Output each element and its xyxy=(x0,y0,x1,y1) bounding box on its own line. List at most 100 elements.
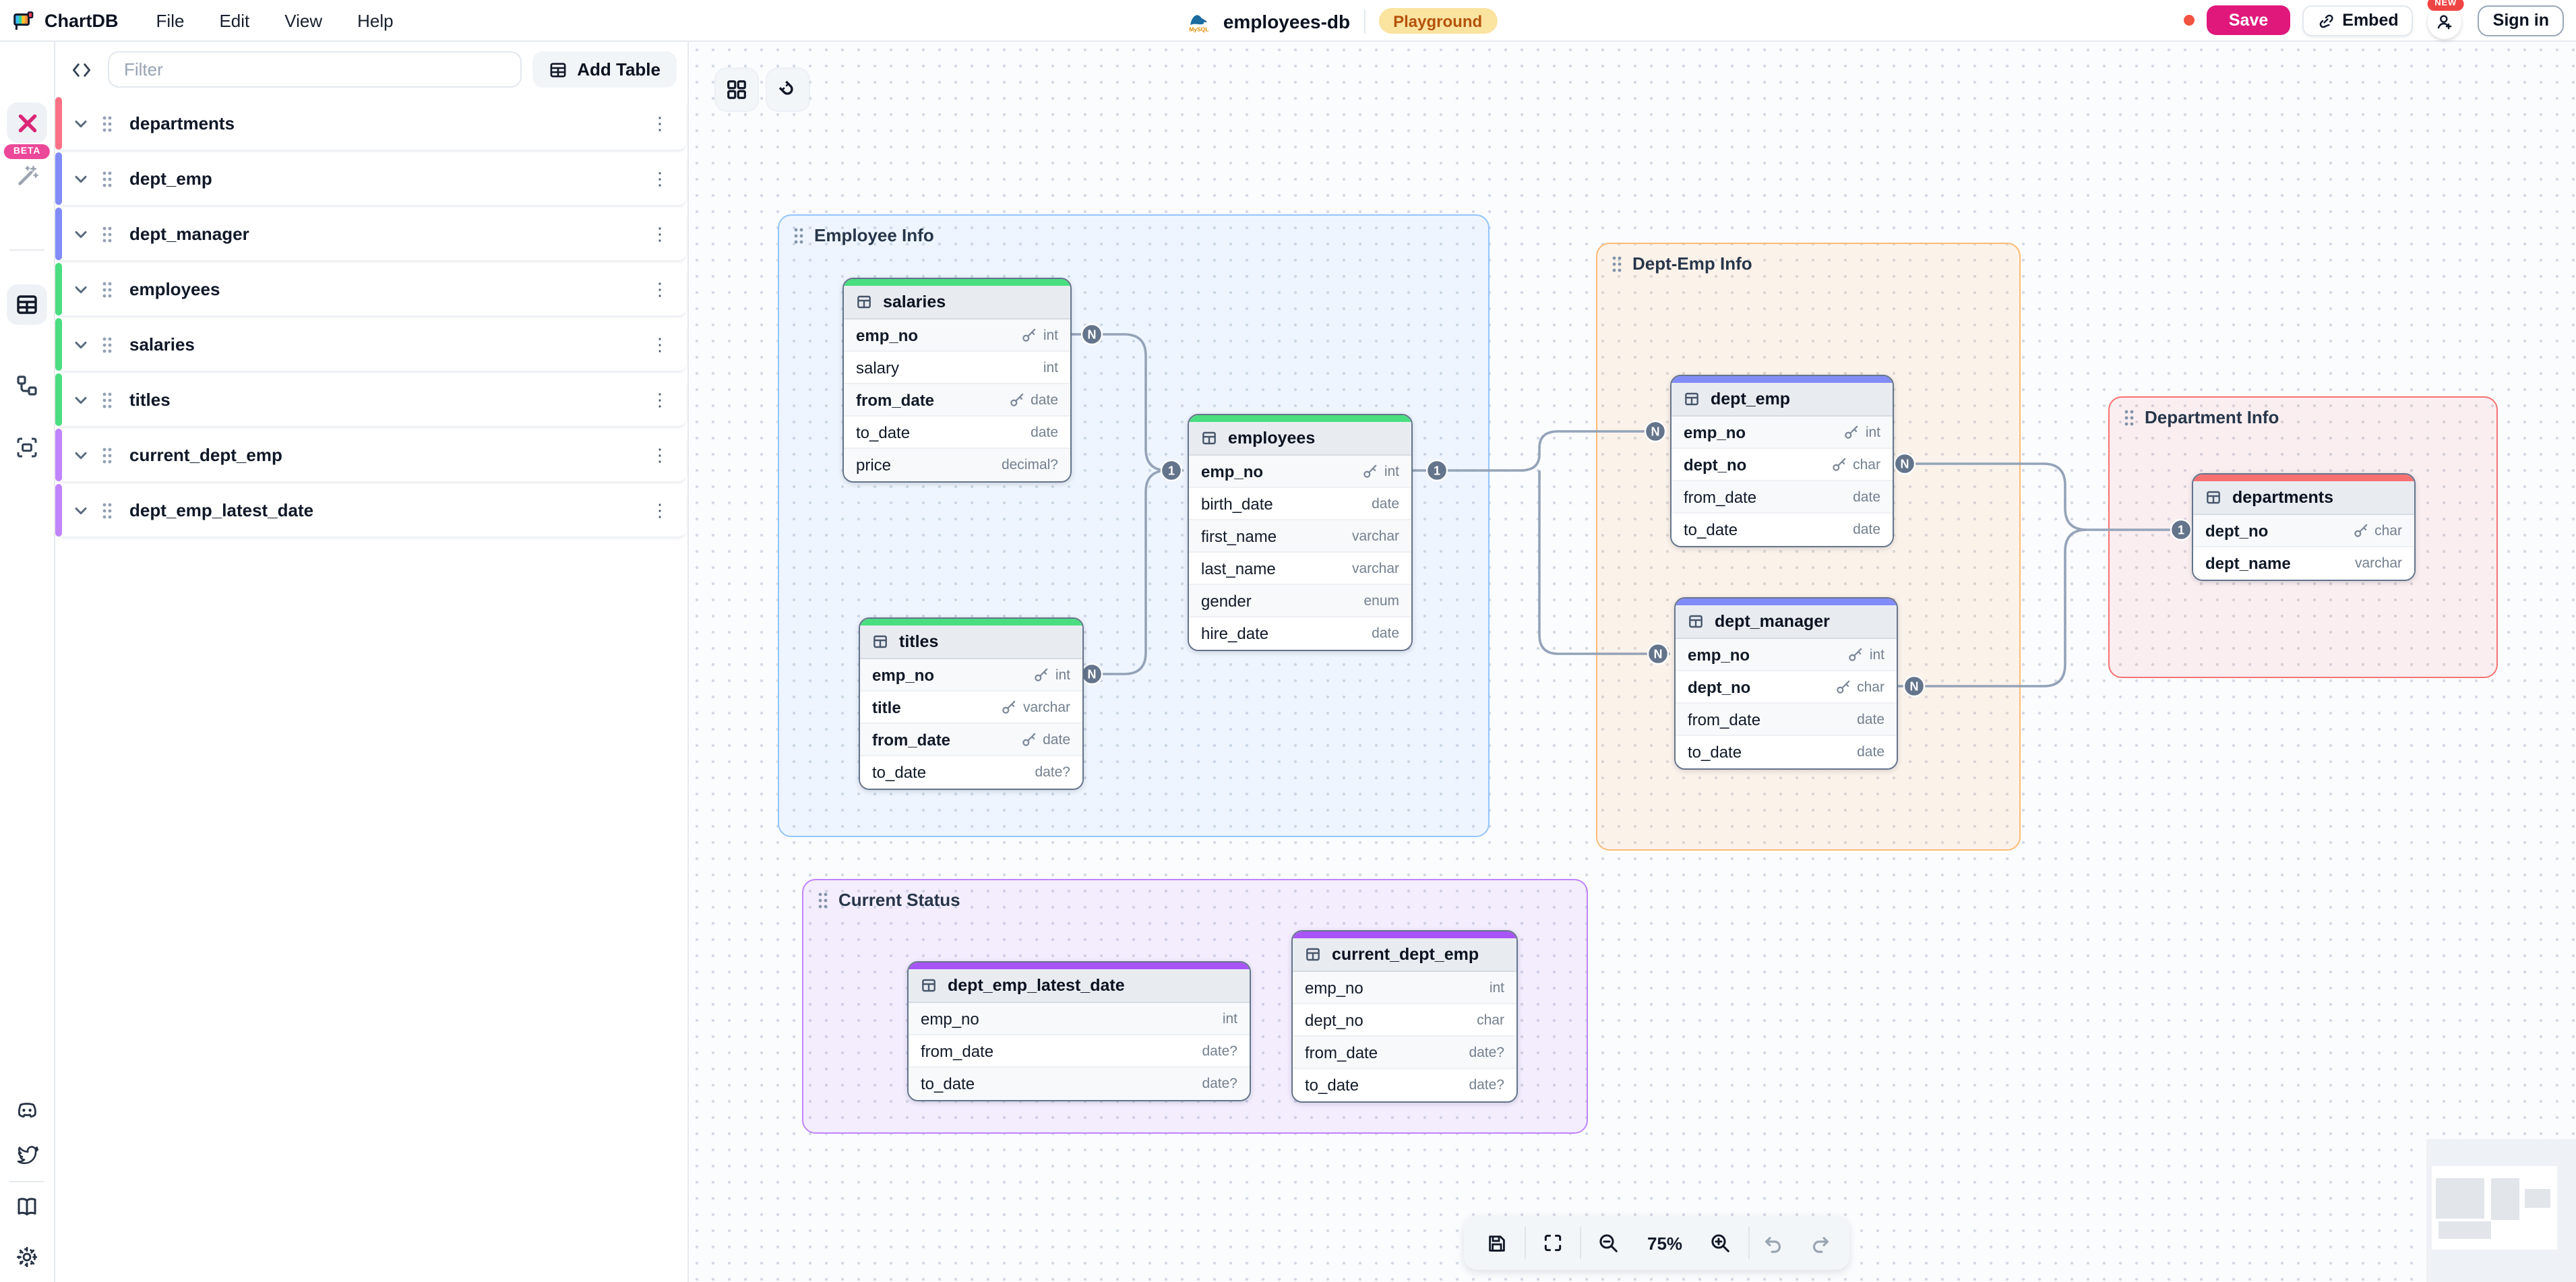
table-field-row[interactable]: salary int xyxy=(844,352,1070,384)
kebab-menu-icon[interactable]: ⋮ xyxy=(651,391,669,408)
table-field-row[interactable]: emp_no int xyxy=(860,659,1082,692)
menu-file[interactable]: File xyxy=(140,5,201,36)
table-field-row[interactable]: birth_date date xyxy=(1189,488,1411,520)
drag-handle-icon[interactable] xyxy=(101,446,113,464)
diagram-name[interactable]: employees-db xyxy=(1223,10,1350,32)
add-table-button[interactable]: Add Table xyxy=(532,51,677,88)
table-node-salaries[interactable]: salaries emp_no int salary int from_date… xyxy=(842,278,1072,483)
table-field-row[interactable]: dept_no char xyxy=(1293,1004,1516,1037)
zoom-out-button[interactable] xyxy=(1581,1216,1636,1270)
drag-handle-icon[interactable] xyxy=(101,335,113,354)
chevron-down-icon[interactable] xyxy=(73,115,89,131)
layout-grid-button[interactable] xyxy=(716,69,758,111)
table-field-row[interactable]: to_date date? xyxy=(860,756,1082,789)
kebab-menu-icon[interactable]: ⋮ xyxy=(651,115,669,132)
fit-view-button[interactable] xyxy=(1526,1216,1580,1270)
embed-button[interactable]: Embed xyxy=(2302,5,2413,36)
sidebar-item-dept-manager[interactable]: dept_manager ⋮ xyxy=(55,208,686,262)
kebab-menu-icon[interactable]: ⋮ xyxy=(651,280,669,298)
table-field-row[interactable]: emp_no int xyxy=(844,319,1070,352)
table-node-dept-manager[interactable]: dept_manager emp_no int dept_no char fro… xyxy=(1674,597,1898,770)
table-field-row[interactable]: price decimal? xyxy=(844,449,1070,481)
table-field-row[interactable]: dept_no char xyxy=(1672,449,1893,481)
table-field-row[interactable]: emp_no int xyxy=(1293,972,1516,1004)
table-field-row[interactable]: to_date date xyxy=(1676,736,1897,768)
table-node-dept-emp[interactable]: dept_emp emp_no int dept_no char from_da… xyxy=(1670,375,1894,547)
save-diagram-button[interactable] xyxy=(1469,1216,1525,1270)
save-button[interactable]: Save xyxy=(2207,5,2290,35)
sidebar-item-current-dept-emp[interactable]: current_dept_emp ⋮ xyxy=(55,429,686,483)
discord-button[interactable] xyxy=(13,1097,40,1122)
brand[interactable]: ChartDB xyxy=(0,9,119,32)
chevron-down-icon[interactable] xyxy=(73,447,89,463)
drag-handle-icon[interactable] xyxy=(817,890,829,909)
table-field-row[interactable]: title varchar xyxy=(860,692,1082,724)
kebab-menu-icon[interactable]: ⋮ xyxy=(651,225,669,243)
drag-handle-icon[interactable] xyxy=(2123,408,2135,427)
docs-button[interactable] xyxy=(14,1194,40,1219)
table-field-row[interactable]: from_date date xyxy=(1672,481,1893,514)
table-node-employees[interactable]: employees emp_no int birth_date date fir… xyxy=(1188,414,1413,651)
diagram-canvas[interactable]: NN11NNNN1 xyxy=(689,42,2576,1282)
table-node-departments[interactable]: departments dept_no char dept_name varch… xyxy=(2192,473,2416,581)
magic-wand-button[interactable] xyxy=(14,163,40,189)
table-header[interactable]: dept_emp xyxy=(1672,383,1893,417)
drag-handle-icon[interactable] xyxy=(101,114,113,133)
table-header[interactable]: dept_manager xyxy=(1676,605,1897,639)
table-field-row[interactable]: from_date date xyxy=(1676,704,1897,736)
table-header[interactable]: employees xyxy=(1189,422,1411,456)
sidebar-item-dept-emp-latest-date[interactable]: dept_emp_latest_date ⋮ xyxy=(55,484,686,538)
menu-view[interactable]: View xyxy=(268,5,338,36)
table-header[interactable]: dept_emp_latest_date xyxy=(909,969,1250,1003)
zoom-in-button[interactable] xyxy=(1693,1216,1748,1270)
code-view-button[interactable] xyxy=(65,53,97,86)
table-field-row[interactable]: to_date date? xyxy=(1293,1069,1516,1101)
table-header[interactable]: departments xyxy=(2193,481,2414,515)
kebab-menu-icon[interactable]: ⋮ xyxy=(651,170,669,187)
chevron-down-icon[interactable] xyxy=(73,281,89,297)
drag-handle-icon[interactable] xyxy=(101,224,113,243)
table-field-row[interactable]: emp_no int xyxy=(1189,456,1411,488)
sidebar-item-dept-emp[interactable]: dept_emp ⋮ xyxy=(55,152,686,206)
minimap[interactable] xyxy=(2426,1139,2576,1282)
table-field-row[interactable]: gender enum xyxy=(1189,585,1411,617)
filter-input[interactable] xyxy=(108,51,522,88)
table-header[interactable]: titles xyxy=(860,625,1082,659)
table-field-row[interactable]: to_date date xyxy=(844,417,1070,449)
kebab-menu-icon[interactable]: ⋮ xyxy=(651,336,669,353)
redo-button[interactable] xyxy=(1797,1216,1844,1270)
menu-help[interactable]: Help xyxy=(341,5,410,36)
table-field-row[interactable]: first_name varchar xyxy=(1189,520,1411,553)
table-field-row[interactable]: dept_no char xyxy=(1676,671,1897,704)
chevron-down-icon[interactable] xyxy=(73,392,89,408)
chevron-down-icon[interactable] xyxy=(73,336,89,353)
twitter-button[interactable] xyxy=(14,1142,40,1166)
table-field-row[interactable]: dept_name varchar xyxy=(2193,547,2414,580)
table-field-row[interactable]: to_date date xyxy=(1672,514,1893,546)
drag-handle-icon[interactable] xyxy=(793,226,805,245)
table-field-row[interactable]: emp_no int xyxy=(909,1003,1250,1035)
table-field-row[interactable]: emp_no int xyxy=(1676,639,1897,671)
chevron-down-icon[interactable] xyxy=(73,226,89,242)
settings-button[interactable] xyxy=(14,1244,40,1270)
table-node-dept-emp-latest-date[interactable]: dept_emp_latest_date emp_no int from_dat… xyxy=(907,961,1251,1101)
drag-handle-icon[interactable] xyxy=(1611,254,1623,273)
sidebar-item-departments[interactable]: departments ⋮ xyxy=(55,97,686,151)
drag-handle-icon[interactable] xyxy=(101,390,113,409)
zoom-level[interactable]: 75% xyxy=(1636,1233,1693,1253)
table-field-row[interactable]: hire_date date xyxy=(1189,617,1411,650)
editor-tool-button[interactable] xyxy=(7,102,47,143)
table-field-row[interactable]: to_date date? xyxy=(909,1068,1250,1100)
table-node-current-dept-emp[interactable]: current_dept_emp emp_no int dept_no char… xyxy=(1291,930,1518,1103)
sidebar-item-employees[interactable]: employees ⋮ xyxy=(55,263,686,317)
table-node-titles[interactable]: titles emp_no int title varchar from_dat… xyxy=(859,617,1084,790)
table-field-row[interactable]: dept_no char xyxy=(2193,515,2414,547)
snap-magnet-button[interactable] xyxy=(767,69,809,111)
sign-in-button[interactable]: Sign in xyxy=(2478,5,2564,36)
area-select-button[interactable] xyxy=(15,435,39,460)
drag-handle-icon[interactable] xyxy=(101,501,113,520)
table-field-row[interactable]: from_date date xyxy=(860,724,1082,756)
sidebar-item-titles[interactable]: titles ⋮ xyxy=(55,373,686,427)
tables-panel-button[interactable] xyxy=(7,284,47,325)
chevron-down-icon[interactable] xyxy=(73,171,89,187)
